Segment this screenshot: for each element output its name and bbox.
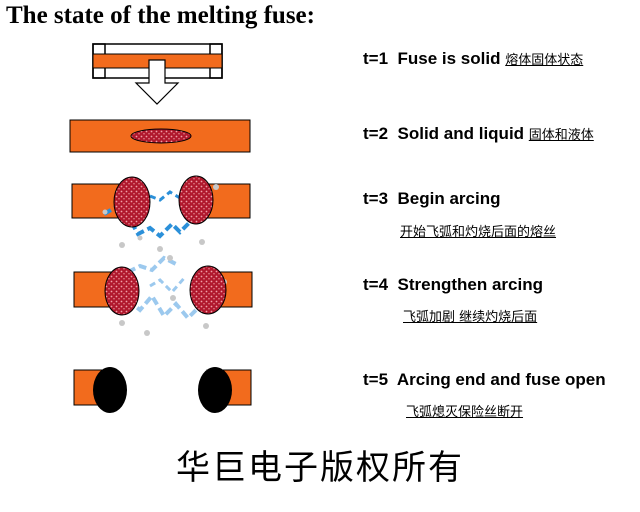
- spark: [167, 255, 173, 261]
- spark: [137, 235, 143, 241]
- fuse-stage-4: [73, 255, 253, 336]
- spark: [213, 184, 219, 190]
- molten-blob-right: [178, 175, 214, 225]
- stage-1-en: Fuse is solid: [397, 49, 501, 68]
- stage-1-label: t=1 Fuse is solid 熔体固体状态: [363, 49, 583, 69]
- stage-2-zh: 固体和液体: [528, 128, 594, 143]
- copyright-footer: 华巨电子版权所有: [176, 448, 464, 488]
- stage-3-en: Begin arcing: [397, 189, 501, 208]
- stage-2-en: Solid and liquid: [397, 124, 525, 143]
- stage-4-label: t=4 Strengthen arcing: [363, 275, 543, 295]
- fuse-stage-1: [92, 43, 223, 105]
- spark: [119, 242, 125, 248]
- arc-path-lower: [126, 292, 214, 321]
- fuse-stage-5: [73, 367, 252, 413]
- arc-path: [127, 255, 177, 274]
- stage-3-zh: 开始飞弧和灼烧后面的熔丝: [400, 225, 557, 240]
- stage-5-time: t=5: [363, 370, 389, 389]
- spark: [203, 323, 209, 329]
- spark: [199, 239, 205, 245]
- spark: [170, 295, 176, 301]
- stage-4-zh: 飞弧加剧 继续灼烧后面: [403, 310, 538, 325]
- stage-3-time: t=3: [363, 189, 389, 208]
- molten-blob-left: [104, 266, 140, 316]
- melted-end-right: [198, 367, 232, 413]
- molten-blob-right: [189, 265, 227, 315]
- spark: [157, 246, 163, 252]
- arc-path-mid: [149, 275, 188, 295]
- spark: [119, 320, 125, 326]
- molten-blob-left: [113, 176, 151, 228]
- fuse-stage-2: [69, 119, 251, 153]
- spark: [144, 330, 150, 336]
- stage-5-en: Arcing end and fuse open: [396, 370, 606, 389]
- spark: [102, 209, 108, 215]
- stage-3-label: t=3 Begin arcing: [363, 189, 500, 209]
- title: The state of the melting fuse:: [6, 2, 315, 29]
- stage-2-label: t=2 Solid and liquid 固体和液体: [363, 124, 594, 144]
- stage-1-time: t=1: [363, 49, 389, 68]
- stage-5-label: t=5 Arcing end and fuse open: [363, 370, 606, 390]
- stage-2-time: t=2: [363, 124, 389, 143]
- stage-5-zh: 飞弧熄灭保险丝断开: [406, 405, 524, 420]
- down-arrow-icon: [134, 59, 180, 105]
- stage-4-en: Strengthen arcing: [397, 275, 543, 294]
- stage-4-time: t=4: [363, 275, 389, 294]
- arc-path-upper: [149, 190, 181, 202]
- melted-end-left: [93, 367, 127, 413]
- stage-1-zh: 熔体固体状态: [505, 53, 584, 68]
- fuse-stage-3: [71, 175, 251, 252]
- molten-zone: [130, 128, 192, 144]
